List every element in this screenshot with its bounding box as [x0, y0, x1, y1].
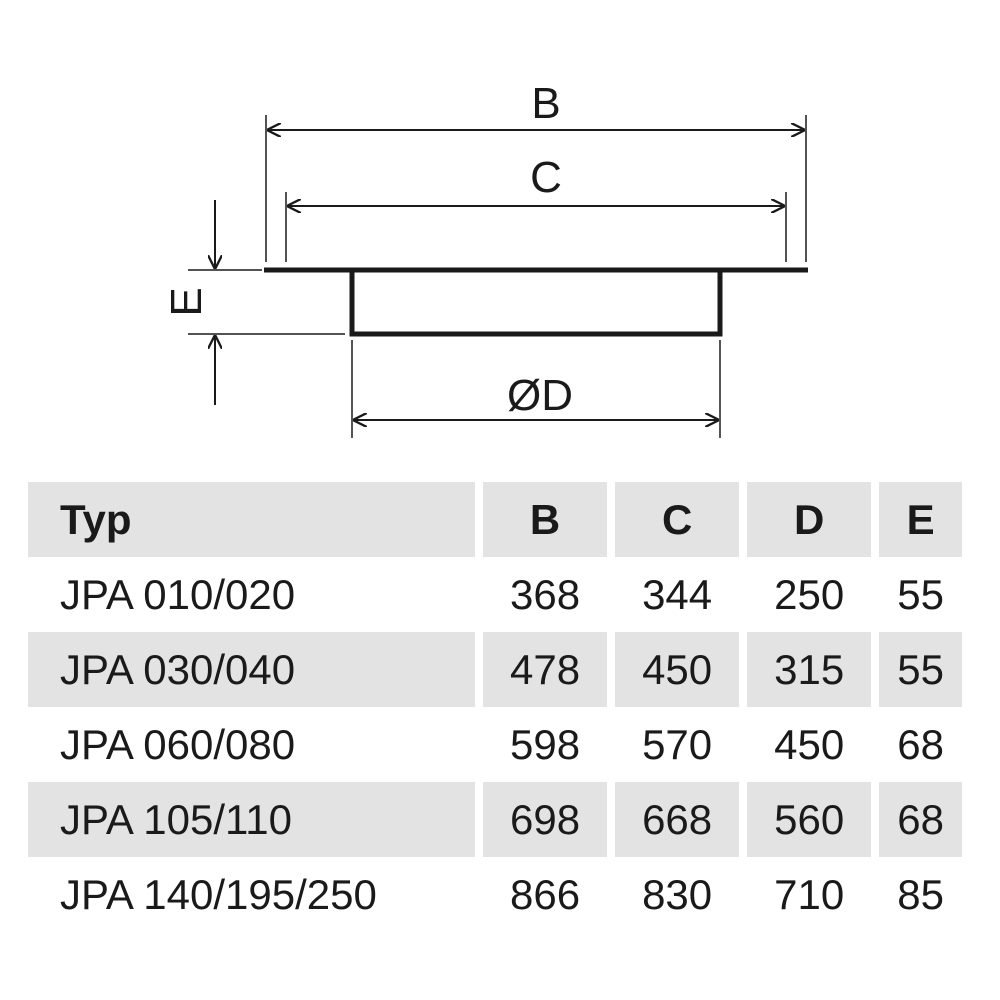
cell-d: 250 [774, 570, 845, 618]
header-d: D [747, 482, 872, 557]
cell-typ: JPA 105/110 [28, 782, 475, 857]
cell-b: 478 [483, 632, 608, 707]
collar-outline [349, 272, 723, 337]
cell-d: 560 [747, 782, 872, 857]
label-b: B [531, 79, 560, 128]
table-row: JPA 030/040 478 450 315 55 [28, 632, 962, 707]
header-e: E [879, 482, 962, 557]
cell-e: 55 [897, 570, 944, 618]
cell-e: 85 [897, 870, 944, 918]
dimension-c: C [285, 153, 787, 262]
label-d: ØD [507, 371, 573, 420]
cell-c: 450 [615, 632, 740, 707]
table-row: JPA 105/110 698 668 560 68 [28, 782, 962, 857]
dimension-d: ØD [351, 340, 721, 438]
table-header-row: Typ B C D E [28, 482, 962, 557]
cell-b: 368 [510, 570, 581, 618]
table-row: JPA 010/020 368 344 250 55 [28, 557, 962, 632]
cell-typ: JPA 030/040 [28, 632, 475, 707]
label-e: E [162, 287, 211, 316]
cell-e: 55 [879, 632, 962, 707]
dimension-e: E [162, 200, 345, 405]
header-c: C [615, 482, 740, 557]
label-c: C [530, 153, 562, 202]
part-outline [264, 267, 808, 337]
table-row: JPA 140/195/250 866 830 710 85 [28, 857, 962, 932]
cell-c: 668 [615, 782, 740, 857]
cell-b: 866 [510, 870, 581, 918]
table-row: JPA 060/080 598 570 450 68 [28, 707, 962, 782]
cell-b: 598 [510, 720, 581, 768]
header-typ: Typ [28, 482, 475, 557]
cell-c: 344 [642, 570, 713, 618]
cell-e: 68 [897, 720, 944, 768]
cell-d: 710 [774, 870, 845, 918]
header-b: B [483, 482, 608, 557]
cell-typ: JPA 060/080 [60, 720, 296, 768]
dimension-drawing: B C E ØD [162, 79, 808, 438]
cell-d: 450 [774, 720, 845, 768]
cell-typ: JPA 140/195/250 [60, 870, 377, 918]
dimension-b: B [265, 79, 807, 262]
cell-d: 315 [747, 632, 872, 707]
dimension-table: Typ B C D E JPA 010/020 368 344 250 55 J… [20, 482, 970, 932]
cell-typ: JPA 010/020 [60, 570, 296, 618]
cell-c: 830 [642, 870, 713, 918]
cell-b: 698 [483, 782, 608, 857]
cell-c: 570 [642, 720, 713, 768]
cell-e: 68 [879, 782, 962, 857]
